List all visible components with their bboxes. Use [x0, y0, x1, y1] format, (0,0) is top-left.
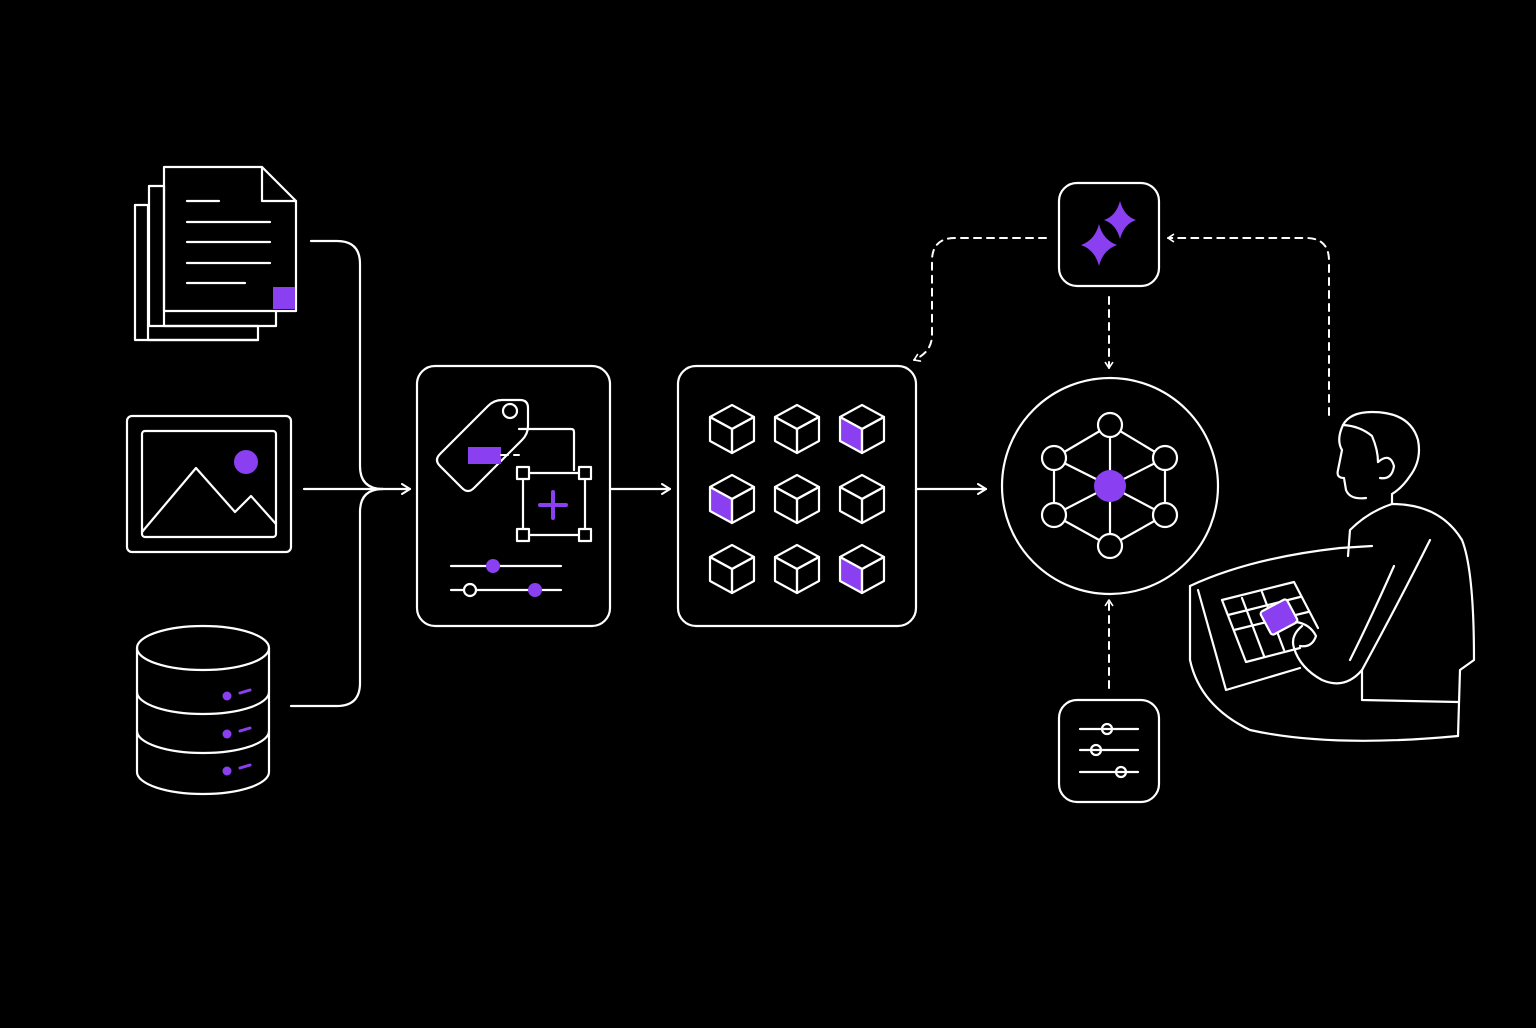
- feedback-loops: [913, 233, 1330, 689]
- cube-grid-icon: [676, 364, 918, 628]
- documents-icon: [133, 165, 298, 342]
- dataset-cube: [773, 473, 821, 525]
- dataset-cube: [773, 543, 821, 595]
- sparkles-icon: [1057, 181, 1161, 288]
- dataset-cube: [838, 403, 886, 455]
- person-with-tablet-icon: [1188, 410, 1476, 742]
- dataset-cube: [838, 543, 886, 595]
- dataset-cube: [708, 543, 756, 595]
- sliders-icon: [1057, 698, 1161, 804]
- neural-network-icon: [1000, 376, 1220, 596]
- input-connectors: [289, 239, 412, 708]
- image-icon: [125, 414, 293, 554]
- dataset-cube: [838, 473, 886, 525]
- database-icon: [135, 624, 271, 796]
- annotation-tools-icon: [415, 364, 612, 628]
- dataset-cube: [773, 403, 821, 455]
- dataset-cube: [708, 473, 756, 525]
- dataset-cube: [708, 403, 756, 455]
